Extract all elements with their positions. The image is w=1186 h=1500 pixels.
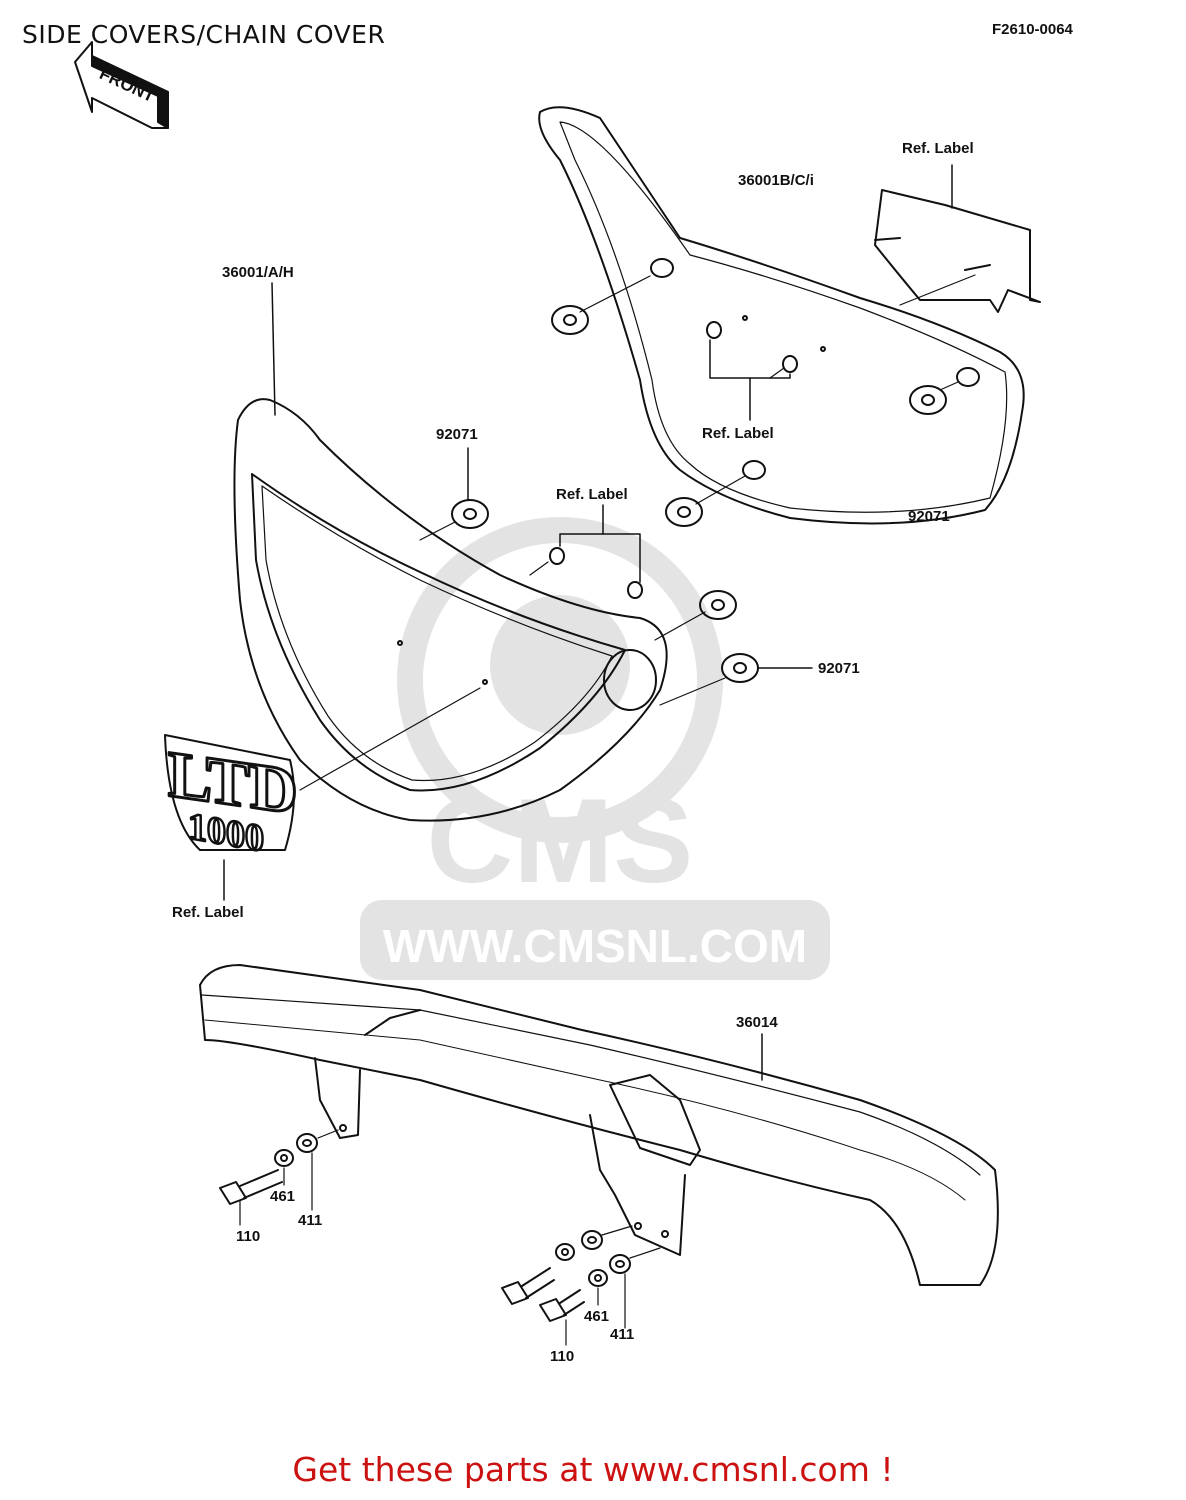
diagram-title: SIDE COVERS/CHAIN COVER [22, 20, 386, 49]
label-110-b: 110 [550, 1348, 575, 1365]
watermark-brand: CMS [427, 774, 694, 908]
label-36001bci: 36001B/C/i [738, 172, 814, 189]
label-461-a: 461 [270, 1188, 296, 1205]
grommet-icon [909, 381, 959, 415]
washer-icon [609, 1247, 661, 1329]
label-92071-b: 92071 [908, 508, 950, 525]
side-cover-left [233, 282, 668, 822]
label-ref-label-d: Ref. Label [172, 904, 244, 921]
lock-washer-icon [274, 1149, 294, 1186]
label-92071-a: 92071 [436, 426, 478, 443]
washer-icon [296, 1129, 339, 1211]
figure-code: F2610-0064 [992, 21, 1073, 38]
bolt-icon [539, 1289, 585, 1346]
front-arrow: FRONT [74, 41, 169, 129]
grommet-icon [551, 275, 651, 335]
reference-bracket [874, 164, 1041, 313]
label-ref-label-b: Ref. Label [702, 425, 774, 442]
clip-icon [706, 321, 798, 421]
cms-watermark: CMS WWW.CMSNL.COM [360, 517, 830, 980]
label-36014: 36014 [736, 1014, 778, 1031]
chain-cover [199, 964, 999, 1286]
grommet-icon [659, 653, 813, 706]
grommet-icon [419, 447, 489, 541]
grommet-icon [654, 590, 737, 641]
watermark-url: WWW.CMSNL.COM [383, 920, 807, 972]
label-411-b: 411 [610, 1326, 635, 1343]
bolt-icon [219, 1169, 283, 1226]
lock-washer-icon [588, 1269, 608, 1306]
side-cover-right [538, 106, 1025, 525]
label-36001ah: 36001/A/H [222, 264, 294, 281]
bolt-icon [501, 1267, 555, 1305]
clip-icon [529, 504, 643, 599]
label-ref-label-c: Ref. Label [556, 486, 628, 503]
footer-promo-text[interactable]: Get these parts at www.cmsnl.com ! [292, 1450, 894, 1489]
washer-icon [581, 1225, 633, 1250]
lock-washer-icon [555, 1243, 575, 1261]
label-92071-c: 92071 [818, 660, 860, 677]
label-110-a: 110 [236, 1228, 261, 1245]
label-411-a: 411 [298, 1212, 323, 1229]
label-461-b: 461 [584, 1308, 610, 1325]
grommet-icon [665, 475, 746, 527]
label-ref-label-a: Ref. Label [902, 140, 974, 157]
